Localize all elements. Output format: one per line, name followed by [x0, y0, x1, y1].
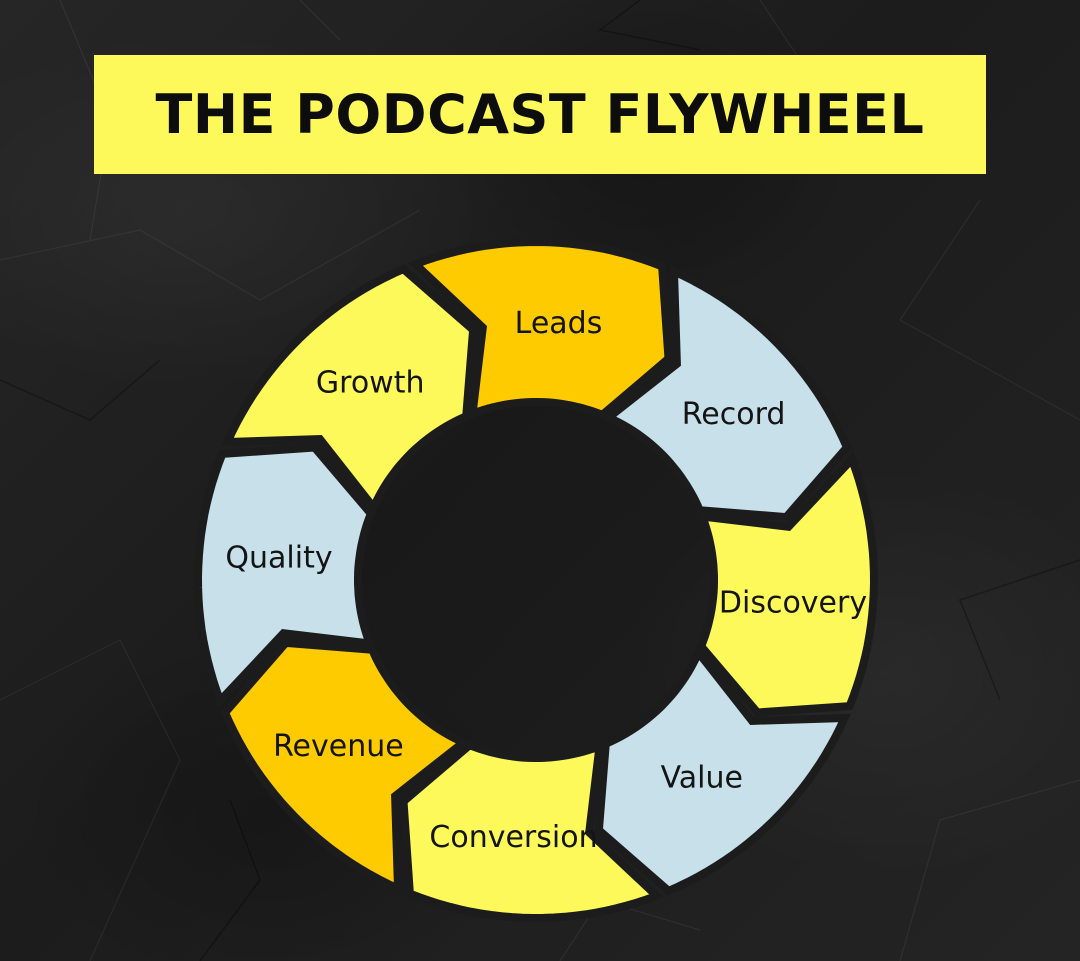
flywheel-segment-discovery [696, 451, 879, 717]
flywheel-segment-leads [407, 237, 673, 420]
flywheel-label-discovery: Discovery [719, 586, 867, 621]
flywheel-label-revenue: Revenue [273, 729, 404, 764]
flywheel-label-conversion: Conversion [429, 820, 597, 855]
flywheel-segment-value [594, 645, 851, 896]
flywheel-segment-conversion [399, 740, 665, 923]
flywheel-segment-revenue [220, 638, 471, 895]
title-banner: THE PODCAST FLYWHEEL [94, 55, 986, 174]
flywheel-segment-growth [221, 264, 478, 515]
diagram-title: THE PODCAST FLYWHEEL [155, 83, 925, 146]
flywheel-label-leads: Leads [515, 306, 603, 341]
flywheel-hub [358, 402, 714, 758]
flywheel-label-record: Record [682, 397, 786, 432]
flywheel-label-value: Value [661, 761, 743, 796]
flywheel-segment-quality [193, 443, 376, 709]
flywheel-label-quality: Quality [225, 541, 332, 576]
flywheel-segment-record [601, 265, 852, 522]
flywheel-label-growth: Growth [316, 365, 425, 400]
